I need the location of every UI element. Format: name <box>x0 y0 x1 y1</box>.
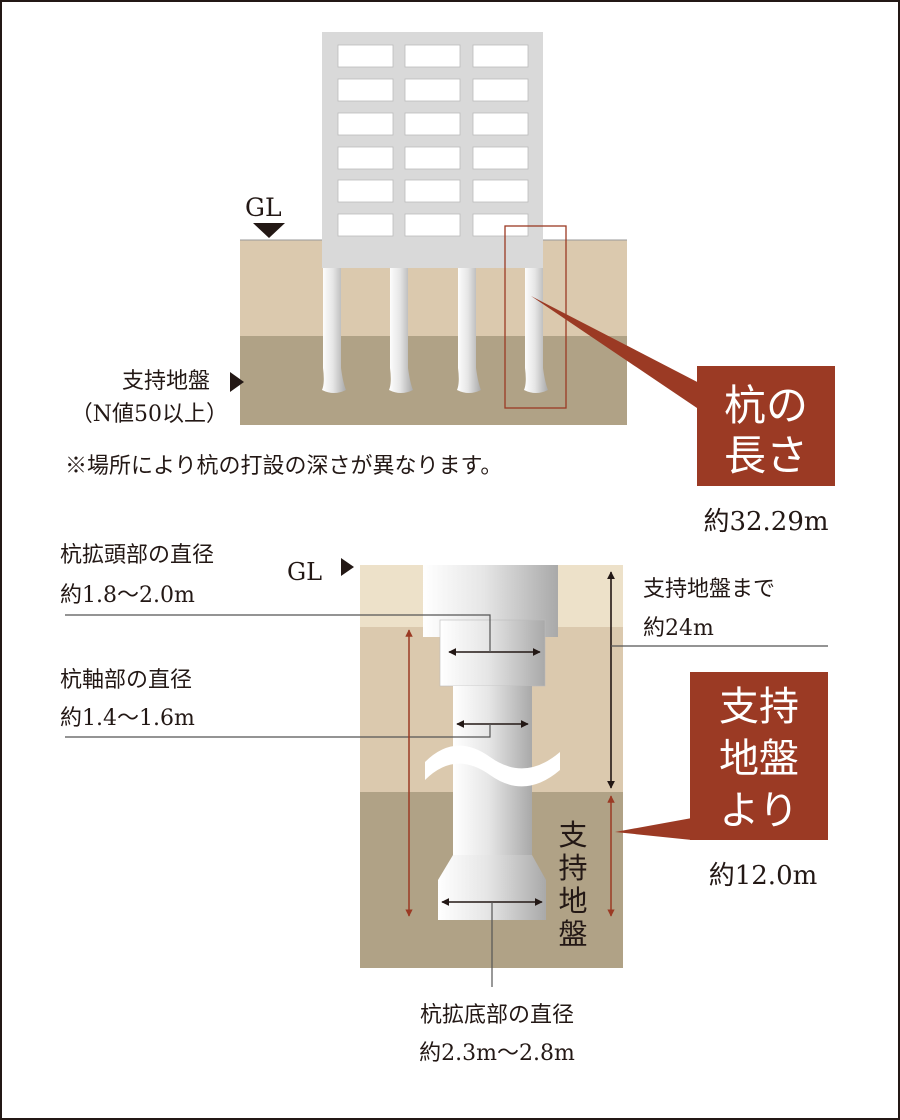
to-bearing-value: 約24m <box>643 616 714 641</box>
pointer-triangle-icon <box>230 372 244 392</box>
pile-length-line1: 杭の <box>724 381 808 430</box>
pile-length-line2: 長さ <box>724 431 808 480</box>
gl-label: GL <box>245 193 282 222</box>
bearing-char: 地 <box>558 884 587 918</box>
n-value-label: （N値50以上） <box>71 402 228 427</box>
piles <box>322 268 548 393</box>
from-bearing-line3: より <box>719 788 798 834</box>
break-mark <box>425 745 560 787</box>
base-diameter-label: 杭拡底部の直径 <box>420 1003 574 1028</box>
base-diameter-value: 約2.3m～2.8m <box>419 1041 575 1066</box>
to-bearing-label: 支持地盤まで <box>643 577 775 602</box>
from-bearing-line1: 支持 <box>719 684 799 730</box>
top-diagram: GL 支持地盤 （N値50以上） ※場所により杭の打設の深さが異なります。 杭の… <box>65 32 835 537</box>
shaft-diameter-value: 約1.4～1.6m <box>60 706 195 731</box>
from-bearing-value: 約12.0m <box>709 861 818 891</box>
leader-lines <box>65 614 828 987</box>
bearing-layer <box>240 336 627 425</box>
bearing-char: 盤 <box>558 917 587 951</box>
shaft-diameter-label: 杭軸部の直径 <box>60 668 192 693</box>
bearing-char: 持 <box>558 851 587 885</box>
from-bearing-box <box>690 672 828 840</box>
gl-label: GL <box>287 558 322 586</box>
red-dimension-lines <box>405 629 615 917</box>
gl-triangle-icon <box>253 223 285 238</box>
building <box>322 32 543 268</box>
bearing-vertical-label: 支 持 地 盤 <box>558 818 587 951</box>
bearing-char: 支 <box>558 818 587 852</box>
pile-length-value: 約32.29m <box>703 507 828 537</box>
pointer-wedge <box>531 296 705 408</box>
from-bearing-line2: 地盤 <box>719 736 799 782</box>
head-diameter-label: 杭拡頭部の直径 <box>60 543 214 568</box>
bottom-diagram: GL 杭拡頭部の直径 約1.8～2.0m 杭軸部の直径 約1.4～1.6m 支持… <box>60 543 828 1066</box>
gl-triangle-icon <box>341 558 354 576</box>
note-text: ※場所により杭の打設の深さが異なります。 <box>65 454 502 479</box>
pile-length-box <box>697 366 835 486</box>
head-diameter-value: 約1.8～2.0m <box>60 583 195 608</box>
bearing-layer-label: 支持地盤 <box>122 369 210 394</box>
pointer-wedge <box>615 818 692 840</box>
